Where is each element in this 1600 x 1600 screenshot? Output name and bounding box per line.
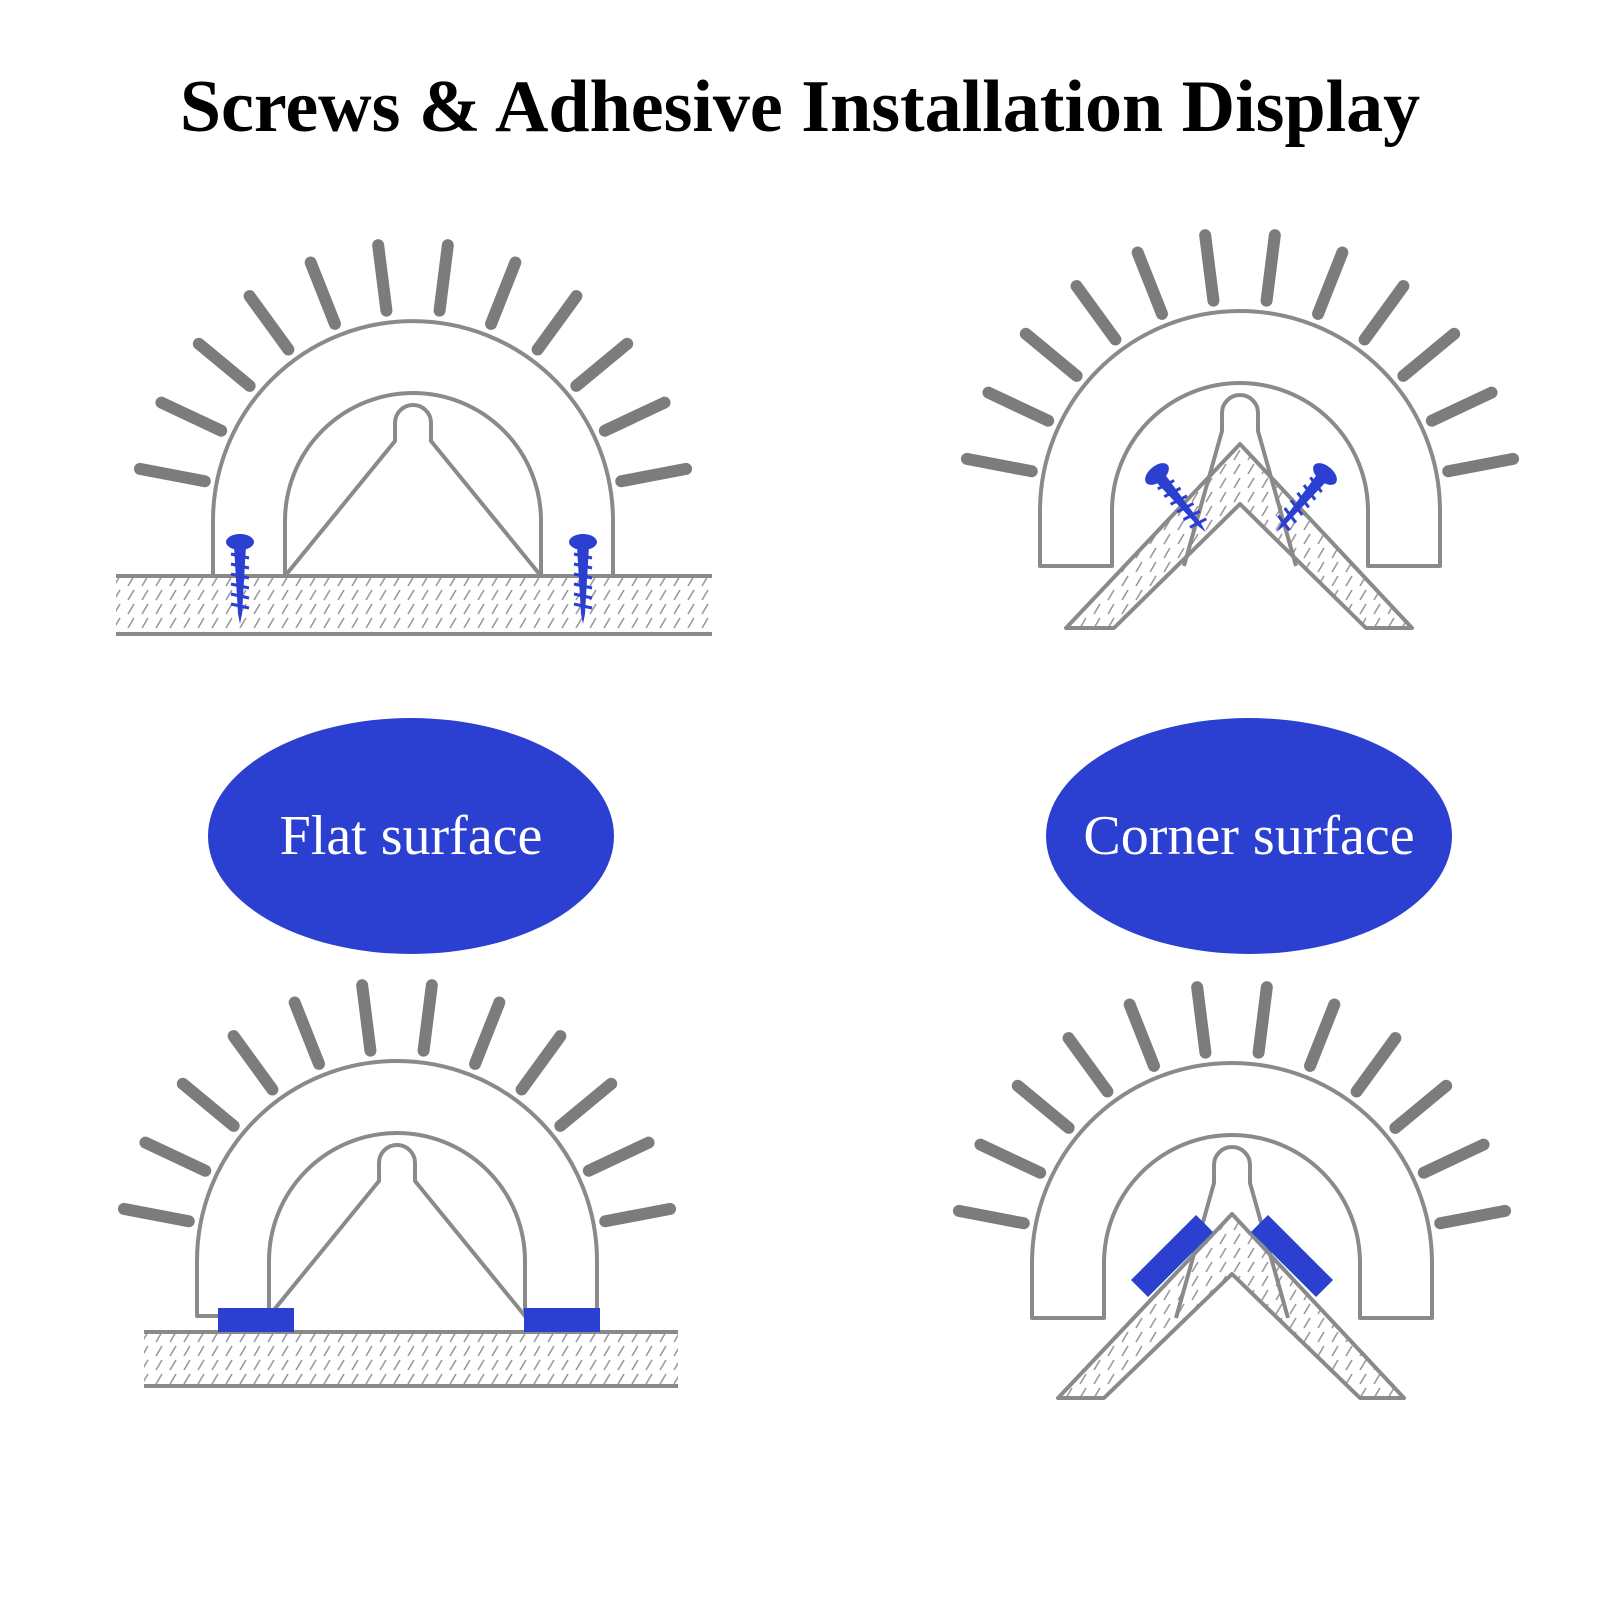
bristle bbox=[192, 337, 256, 392]
bristle bbox=[1131, 246, 1168, 320]
adhesive-pad-icon bbox=[1250, 1214, 1334, 1298]
brush-holder-flat-screw bbox=[133, 239, 693, 578]
flat-surface-label: Flat surface bbox=[279, 805, 543, 867]
bristle bbox=[1191, 981, 1212, 1059]
bristle bbox=[515, 1030, 567, 1096]
brush-holder-body bbox=[1038, 309, 1442, 568]
bristle bbox=[598, 396, 671, 437]
bristle bbox=[1011, 1079, 1075, 1134]
bristle bbox=[952, 1204, 1030, 1230]
bristle bbox=[485, 256, 522, 330]
bristle bbox=[227, 1030, 279, 1096]
bristle bbox=[1199, 229, 1220, 307]
bristle bbox=[243, 290, 295, 356]
bristle bbox=[1425, 386, 1498, 427]
bristle bbox=[1252, 981, 1273, 1059]
bristle bbox=[570, 337, 634, 392]
bristle bbox=[417, 979, 438, 1057]
adhesive-pad-icon bbox=[1130, 1214, 1214, 1298]
flat-wall-surface bbox=[144, 1330, 678, 1388]
bristle bbox=[960, 452, 1038, 478]
flat-wall-surface bbox=[116, 574, 712, 636]
bristle bbox=[304, 256, 341, 330]
inner-bracket bbox=[1174, 1145, 1290, 1319]
bristle bbox=[1312, 246, 1349, 320]
bristle bbox=[1123, 998, 1160, 1072]
bristle bbox=[288, 996, 325, 1070]
bristle bbox=[1019, 327, 1083, 382]
bristle bbox=[554, 1077, 618, 1132]
bristle bbox=[1062, 1032, 1114, 1098]
screw-icon bbox=[1145, 463, 1208, 533]
corner-surface-badge: Corner surface bbox=[1046, 718, 1452, 954]
bristle bbox=[1350, 1032, 1402, 1098]
corner-surface-label: Corner surface bbox=[1083, 805, 1415, 867]
brush-holder-body bbox=[1030, 1061, 1434, 1320]
adhesive-pad-icon bbox=[218, 1308, 294, 1332]
adhesive-pad-icon bbox=[524, 1308, 600, 1332]
brush-holder-body bbox=[211, 319, 615, 578]
page-title: Screws & Adhesive Installation Display bbox=[179, 66, 1421, 148]
brush-holder-corner-screw bbox=[960, 229, 1520, 568]
inner-bracket bbox=[283, 403, 543, 578]
screw-icon bbox=[226, 534, 254, 624]
bristle bbox=[372, 239, 393, 317]
bristle bbox=[1358, 280, 1410, 346]
bristle bbox=[133, 462, 211, 488]
bristle bbox=[1417, 1138, 1490, 1179]
brush-holder-corner-adhesive bbox=[952, 981, 1512, 1320]
bristle bbox=[155, 396, 228, 437]
screw-icon bbox=[569, 534, 597, 624]
bristle bbox=[599, 1202, 677, 1228]
flat-surface-badge: Flat surface bbox=[208, 718, 614, 954]
bristle bbox=[1260, 229, 1281, 307]
bristle bbox=[1434, 1204, 1512, 1230]
bristle bbox=[615, 462, 693, 488]
bristle bbox=[1070, 280, 1122, 346]
brush-holder-flat-adhesive bbox=[117, 979, 677, 1318]
bristle bbox=[1389, 1079, 1453, 1134]
bristle bbox=[582, 1136, 655, 1177]
brush-holder-body bbox=[195, 1059, 599, 1318]
bristle bbox=[1304, 998, 1341, 1072]
bristle bbox=[139, 1136, 212, 1177]
bristle bbox=[974, 1138, 1047, 1179]
corner-wall-surface bbox=[1056, 1212, 1406, 1400]
bristle bbox=[1442, 452, 1520, 478]
bristle bbox=[531, 290, 583, 356]
bristle bbox=[1397, 327, 1461, 382]
bristle bbox=[117, 1202, 195, 1228]
bristle bbox=[982, 386, 1055, 427]
inner-bracket bbox=[1182, 393, 1298, 567]
bristle bbox=[356, 979, 377, 1057]
inner-bracket bbox=[267, 1143, 527, 1318]
bristle bbox=[469, 996, 506, 1070]
screw-icon bbox=[1276, 463, 1337, 533]
corner-wall-surface bbox=[1064, 442, 1414, 630]
bristle bbox=[433, 239, 454, 317]
bristle bbox=[176, 1077, 240, 1132]
